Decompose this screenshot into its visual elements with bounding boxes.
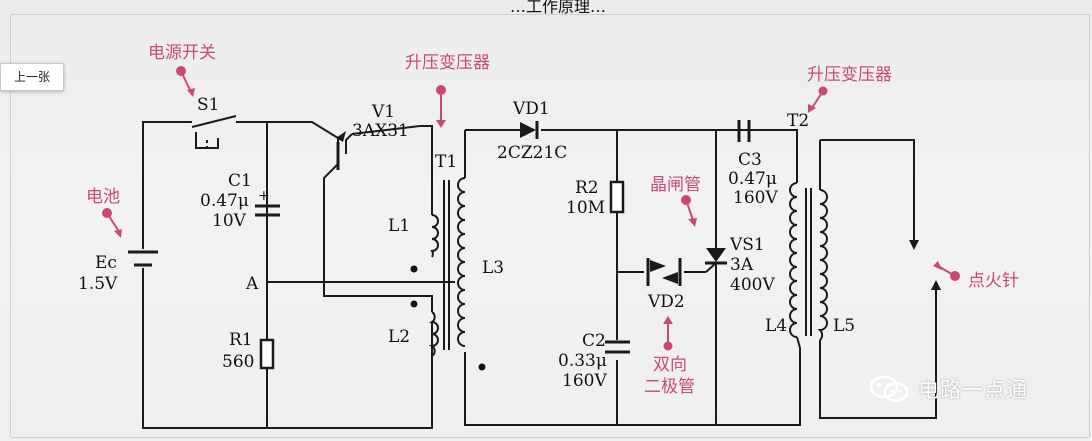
- transformer-t2-core: [805, 188, 812, 336]
- label-c1-volt: 10V: [212, 211, 247, 231]
- label-c2-volt: 160V: [562, 371, 607, 391]
- inductor-l4-symbol: [789, 182, 801, 349]
- label-l4: L4: [765, 316, 787, 336]
- dot-l1: [410, 265, 418, 273]
- label-r2-val: 10M: [566, 198, 605, 218]
- annotation-ignition-pin: 点火针: [968, 271, 1019, 291]
- label-c1-plus: +: [258, 188, 270, 204]
- inductor-l2-symbol: [428, 311, 439, 357]
- diac-vd2-symbol: [646, 258, 682, 286]
- label-v1-part: 3AX31: [352, 121, 409, 141]
- label-s1: S1: [197, 95, 219, 115]
- annotation-step-up-1: 升压变压器: [405, 53, 490, 73]
- thyristor-vs1-symbol: [705, 248, 727, 273]
- label-l2: L2: [388, 327, 410, 347]
- switch-s1-symbol: [195, 132, 219, 149]
- photo-frame: [10, 14, 1090, 438]
- label-l3: L3: [482, 258, 504, 278]
- dot-l3: [478, 363, 486, 371]
- component-labels: S1 V1 3AX31 T1 C1 0.47μ 10V + L1 L2 L3 E…: [78, 95, 855, 391]
- label-c3-volt: 160V: [733, 188, 778, 208]
- annotation-battery: 电池: [86, 187, 120, 207]
- transistor-v1-symbol: [336, 131, 346, 170]
- label-r1-name: R1: [229, 330, 253, 350]
- wechat-icon: [868, 374, 912, 404]
- label-vs1-name: VS1: [729, 235, 765, 255]
- label-ec-val: 1.5V: [78, 274, 118, 294]
- label-t1: T1: [435, 152, 457, 172]
- label-r1-val: 560: [222, 352, 254, 372]
- label-v1-name: V1: [371, 102, 395, 122]
- label-t2: T2: [787, 111, 809, 131]
- diode-vd1-symbol: [520, 121, 539, 139]
- label-l5: L5: [833, 316, 855, 336]
- label-vs1-cur: 3A: [730, 255, 754, 275]
- label-vd2: VD2: [647, 292, 685, 312]
- transformer-t1-core: [443, 180, 450, 350]
- label-vd1-part: 2CZ21C: [497, 143, 567, 163]
- label-vd1-name: VD1: [512, 99, 550, 119]
- capacitor-c1-symbol: [255, 204, 280, 217]
- resistor-r1-symbol: [259, 338, 275, 370]
- annotation-bidirectional-1: 双向: [653, 355, 687, 375]
- label-node-a: A: [245, 274, 259, 294]
- inductor-l3-symbol: [457, 177, 466, 347]
- label-ec-name: Ec: [95, 253, 117, 273]
- battery-ec-symbol: [128, 250, 158, 267]
- label-c1-val: 0.47μ: [200, 191, 249, 211]
- resistor-r2-symbol: [609, 180, 625, 214]
- dot-l2: [410, 300, 418, 308]
- annotation-pointers: [102, 66, 960, 351]
- capacitor-c3-symbol: [737, 120, 751, 142]
- prev-image-button[interactable]: 上一张: [0, 63, 64, 91]
- annotation-bidirectional-2: 二极管: [644, 377, 695, 397]
- capacitor-c2-symbol: [605, 340, 630, 354]
- spark-gap-symbol: [909, 240, 941, 290]
- watermark: 电路一点通: [868, 372, 1028, 406]
- label-c1-name: C1: [228, 171, 252, 191]
- watermark-text: 电路一点通: [918, 378, 1028, 402]
- annotation-power-switch: 电源开关: [148, 43, 216, 63]
- annotation-thyristor: 晶闸管: [650, 175, 701, 195]
- annotation-labels: 电源开关 升压变压器 升压变压器 电池 晶闸管 双向 二极管 点火针: [86, 43, 1019, 397]
- inductor-l5-symbol: [817, 189, 828, 341]
- label-c2-val: 0.33μ: [558, 351, 607, 371]
- label-l1: L1: [388, 216, 410, 236]
- label-vs1-volt: 400V: [730, 275, 775, 295]
- header-fragment: …工作原理…: [510, 0, 606, 16]
- label-c2-name: C2: [582, 331, 606, 351]
- annotation-step-up-2: 升压变压器: [807, 65, 892, 85]
- label-c3-val: 0.47μ: [728, 169, 777, 189]
- label-r2-name: R2: [575, 178, 599, 198]
- label-c3-name: C3: [738, 150, 762, 170]
- inductor-l1-symbol: [430, 214, 439, 258]
